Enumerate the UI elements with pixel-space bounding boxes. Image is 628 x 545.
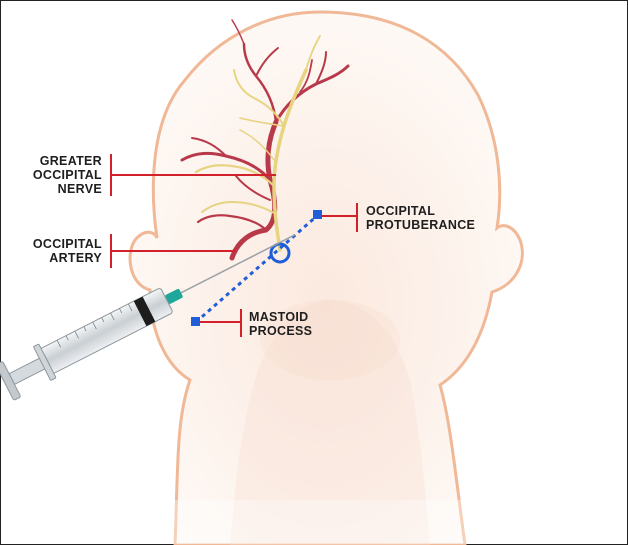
protuberance-marker <box>313 210 322 219</box>
label-mastoid-process: MASTOID PROCESS <box>249 310 312 338</box>
label-occipital-protuberance: OCCIPITAL PROTUBERANCE <box>366 204 475 232</box>
label-greater-occipital-nerve: GREATER OCCIPITAL NERVE <box>20 154 102 196</box>
label-line: PROCESS <box>249 324 312 338</box>
mastoid-marker <box>191 317 200 326</box>
label-line: ARTERY <box>20 251 102 265</box>
label-line: NERVE <box>20 182 102 196</box>
label-line: OCCIPITAL <box>20 237 102 251</box>
label-occipital-artery: OCCIPITAL ARTERY <box>20 237 102 265</box>
label-line: GREATER <box>20 154 102 168</box>
label-line: MASTOID <box>249 310 312 324</box>
label-line: PROTUBERANCE <box>366 218 475 232</box>
label-line: OCCIPITAL <box>20 168 102 182</box>
bottom-fade <box>1 500 627 544</box>
label-line: OCCIPITAL <box>366 204 475 218</box>
